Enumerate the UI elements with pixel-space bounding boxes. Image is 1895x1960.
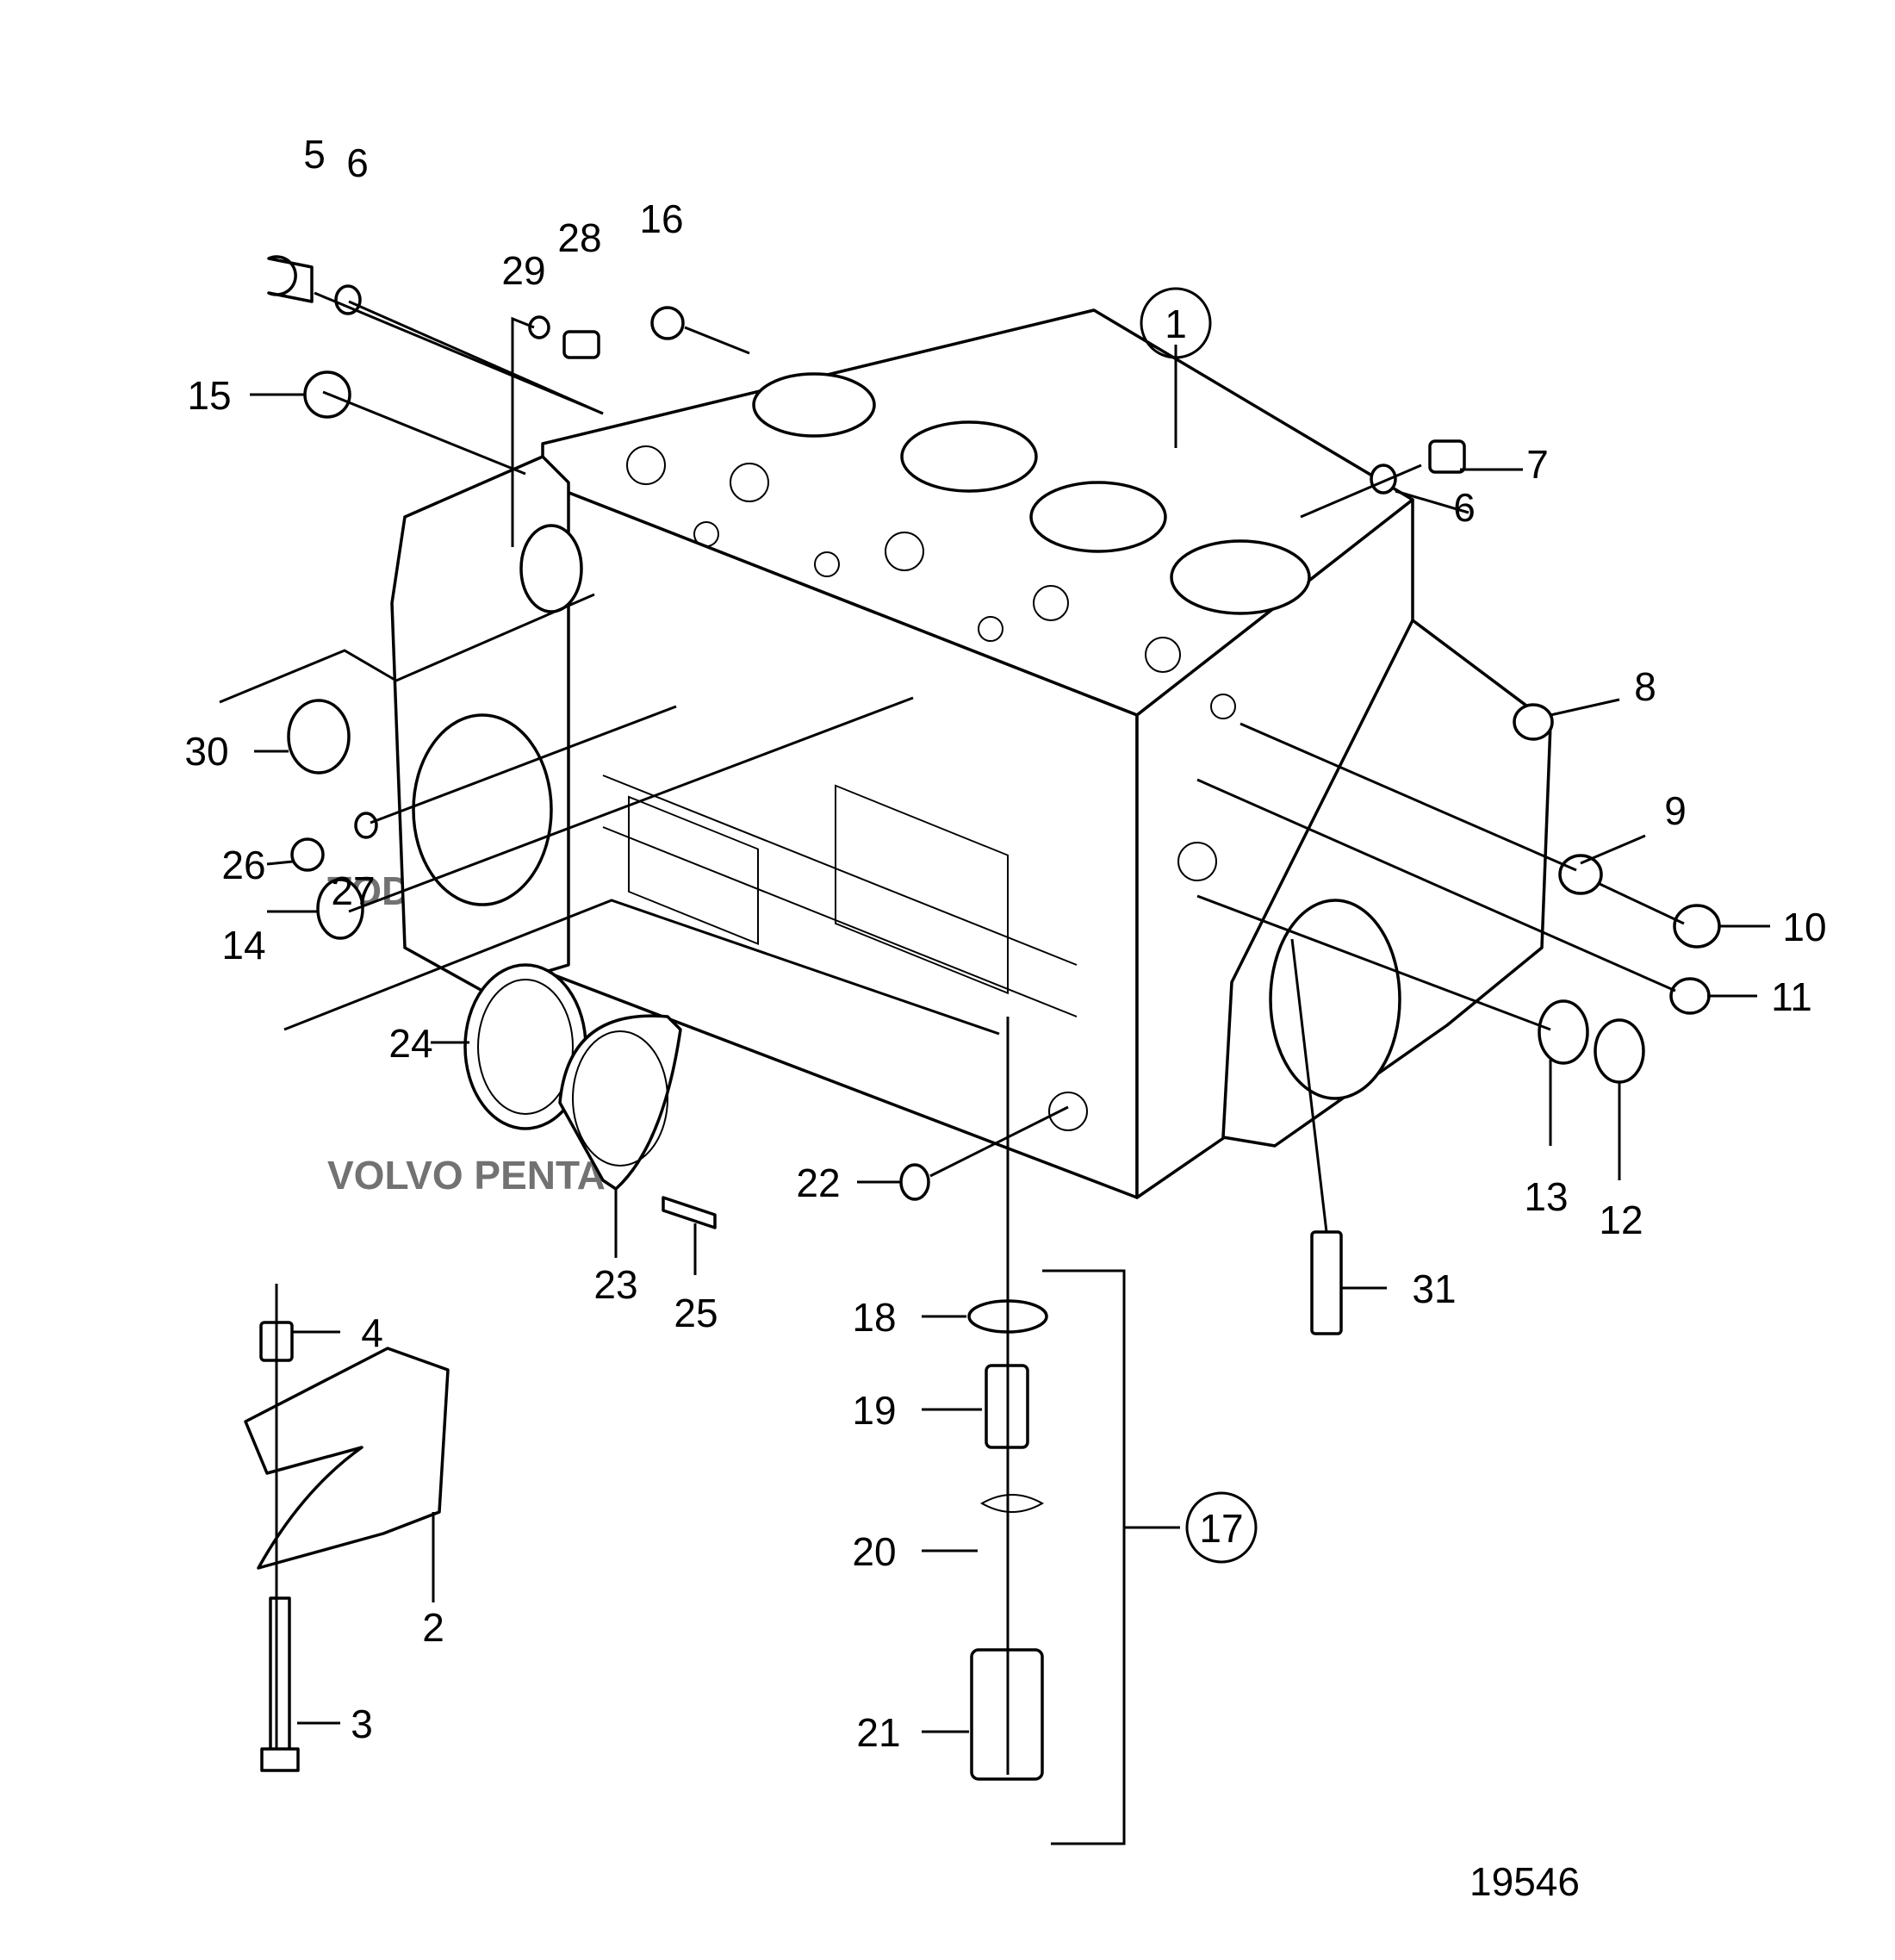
callout-24: 24 <box>388 1021 432 1066</box>
callout-28: 28 <box>557 215 601 260</box>
callout-9: 9 <box>1664 788 1687 833</box>
callout-5: 5 <box>303 132 326 177</box>
callout-16: 16 <box>639 196 683 241</box>
callout-3: 3 <box>351 1702 373 1746</box>
callout-4: 4 <box>361 1310 383 1355</box>
parts <box>244 255 1721 1781</box>
callout-18: 18 <box>852 1295 896 1340</box>
callout-12: 12 <box>1599 1198 1643 1242</box>
callout-27: 27 <box>331 868 375 913</box>
callout-31: 31 <box>1412 1266 1456 1311</box>
callout-11: 11 <box>1771 974 1812 1019</box>
callout-22: 22 <box>796 1160 840 1205</box>
drawing-number: 19546 <box>1469 1859 1580 1904</box>
callout-20: 20 <box>852 1529 896 1574</box>
callout-25: 25 <box>674 1291 718 1335</box>
callout-23: 23 <box>593 1262 637 1307</box>
callout-7: 7 <box>1526 442 1549 487</box>
callout-1: 1 <box>1165 302 1187 346</box>
callout-17: 17 <box>1199 1506 1243 1551</box>
callout-15: 15 <box>187 373 231 418</box>
callout-10: 10 <box>1782 905 1826 949</box>
callout-29: 29 <box>501 248 545 293</box>
callout-2: 2 <box>422 1605 444 1650</box>
callout-8: 8 <box>1634 664 1656 709</box>
callout-19: 19 <box>852 1388 896 1433</box>
watermark-line-2: VOLVO PENTA <box>327 1153 606 1198</box>
callout-26: 26 <box>221 843 265 887</box>
callout-14: 14 <box>221 923 265 968</box>
callout-6a: 6 <box>346 140 369 185</box>
callout-circle-17 <box>1185 1491 1258 1564</box>
callout-30: 30 <box>184 729 228 774</box>
callout-6b: 6 <box>1453 485 1476 530</box>
callout-labels: 1 2 3 4 5 6 6 7 8 9 10 11 12 13 14 15 16… <box>184 132 1826 1755</box>
callout-13: 13 <box>1524 1174 1568 1219</box>
leader-lines <box>219 291 1770 1845</box>
callout-circle-1 <box>1140 287 1212 359</box>
callout-21: 21 <box>856 1710 900 1755</box>
cylinder-block[interactable] <box>390 308 1552 1199</box>
